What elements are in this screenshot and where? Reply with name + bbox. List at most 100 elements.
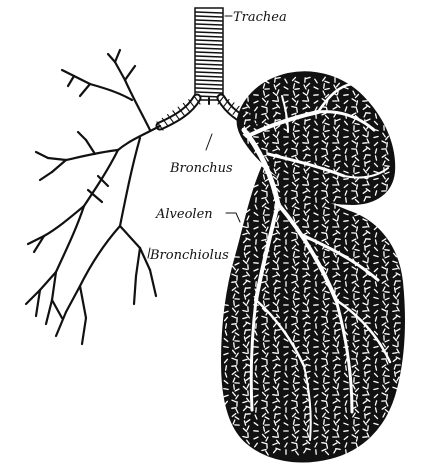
decor-stroke xyxy=(295,299,299,300)
decor-stroke xyxy=(324,336,325,340)
decor-stroke xyxy=(196,12,222,13)
decor-stroke xyxy=(338,426,339,430)
decor-stroke xyxy=(346,366,347,370)
decor-stroke xyxy=(295,341,299,342)
decor-stroke xyxy=(295,131,299,132)
decor-stroke xyxy=(322,233,326,234)
decor-stroke xyxy=(346,198,347,202)
decor-stroke xyxy=(344,305,348,306)
decor-stroke xyxy=(276,78,280,79)
decor-stroke xyxy=(344,221,348,222)
decor-stroke xyxy=(276,288,280,289)
decor-stroke xyxy=(273,353,277,354)
decor-stroke xyxy=(344,95,348,96)
decor-stroke xyxy=(387,395,388,399)
decor-stroke xyxy=(273,395,277,396)
decor-stroke xyxy=(273,269,277,270)
decor-stroke xyxy=(324,126,325,130)
decor-stroke xyxy=(295,173,299,174)
decor-stroke xyxy=(196,92,222,93)
decor-stroke xyxy=(196,36,222,37)
decor-stroke xyxy=(295,257,299,258)
decor-stroke xyxy=(295,89,299,90)
decor-stroke xyxy=(393,269,397,270)
bronchus-leader xyxy=(206,134,212,150)
decor-stroke xyxy=(276,372,280,373)
decor-stroke xyxy=(385,166,389,167)
decor-stroke xyxy=(344,389,348,390)
decor-stroke xyxy=(336,407,340,408)
decor-stroke xyxy=(273,437,277,438)
label-trachea: Trachea xyxy=(233,10,287,25)
decor-stroke xyxy=(338,258,339,262)
decor-stroke xyxy=(297,276,298,280)
decor-stroke xyxy=(336,365,340,366)
decor-stroke xyxy=(278,433,279,437)
decor-stroke xyxy=(295,425,299,426)
decor-stroke xyxy=(322,107,326,108)
decor-stroke xyxy=(344,179,348,180)
decor-stroke xyxy=(336,113,340,114)
bronchial-tree-left xyxy=(26,50,160,344)
decor-stroke xyxy=(322,317,326,318)
decor-stroke xyxy=(234,385,235,389)
decor-stroke xyxy=(196,56,222,57)
decor-stroke xyxy=(226,324,227,328)
decor-stroke xyxy=(297,318,298,322)
decor-stroke xyxy=(278,97,279,101)
label-bronchiolus: Bronchiolus xyxy=(149,248,229,263)
decor-stroke xyxy=(395,288,396,292)
decor-stroke xyxy=(344,263,348,264)
decor-stroke xyxy=(273,101,277,102)
decor-stroke xyxy=(196,28,222,29)
decor-stroke xyxy=(196,76,222,77)
decor-stroke xyxy=(344,137,348,138)
decor-stroke xyxy=(276,162,280,163)
decor-stroke xyxy=(278,181,279,185)
decor-stroke xyxy=(324,252,325,256)
decor-stroke xyxy=(278,265,279,269)
label-alveolen: Alveolen xyxy=(155,207,213,222)
decor-stroke xyxy=(336,323,340,324)
decor-stroke xyxy=(278,307,279,311)
decor-stroke xyxy=(336,281,340,282)
decor-stroke xyxy=(322,191,326,192)
decor-stroke xyxy=(346,408,347,412)
decor-stroke xyxy=(387,269,388,273)
decor-stroke xyxy=(196,52,222,53)
decor-stroke xyxy=(295,215,299,216)
decor-stroke xyxy=(338,300,339,304)
decor-stroke xyxy=(196,64,222,65)
decor-stroke xyxy=(338,174,339,178)
decor-stroke xyxy=(324,168,325,172)
trachea-tube xyxy=(195,8,223,100)
decor-stroke xyxy=(297,150,298,154)
decor-stroke xyxy=(385,292,389,293)
decor-stroke xyxy=(324,378,325,382)
decor-stroke xyxy=(232,366,236,367)
decor-stroke xyxy=(346,282,347,286)
decor-stroke xyxy=(196,68,222,69)
decor-stroke xyxy=(322,275,326,276)
decor-stroke xyxy=(276,414,280,415)
decor-stroke xyxy=(297,192,298,196)
decor-stroke xyxy=(278,139,279,143)
decor-stroke xyxy=(322,149,326,150)
decor-stroke xyxy=(273,227,277,228)
label-bronchus: Bronchus xyxy=(169,161,233,176)
decor-stroke xyxy=(395,372,396,376)
decor-stroke xyxy=(336,197,340,198)
decor-stroke xyxy=(224,347,228,348)
decor-stroke xyxy=(276,120,280,121)
decor-stroke xyxy=(338,342,339,346)
decor-stroke xyxy=(346,450,347,454)
decor-stroke xyxy=(276,204,280,205)
decor-stroke xyxy=(387,353,388,357)
decor-stroke xyxy=(346,156,347,160)
decor-stroke xyxy=(196,32,222,33)
decor-stroke xyxy=(276,246,280,247)
decor-stroke xyxy=(338,90,339,94)
decor-stroke xyxy=(273,311,277,312)
decor-stroke xyxy=(278,349,279,353)
decor-stroke xyxy=(273,185,277,186)
